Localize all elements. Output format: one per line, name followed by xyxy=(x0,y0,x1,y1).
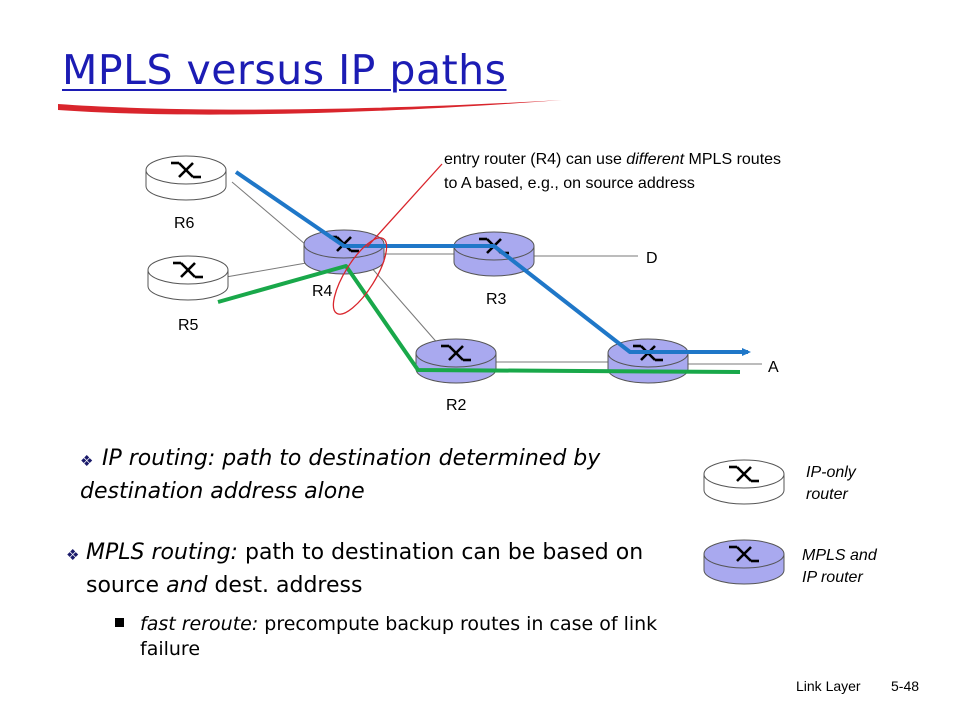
note-text-1a: entry router (R4) can use xyxy=(444,151,627,168)
router-r5 xyxy=(147,255,229,301)
bullet-ip-routing: IP routing: path to destination determin… xyxy=(80,442,660,508)
link-r4-r2 xyxy=(369,265,441,347)
callout-ellipse xyxy=(332,237,388,315)
legend-mpls-label: MPLS and IP router xyxy=(802,545,877,589)
note-text-1b: MPLS routes xyxy=(684,151,782,168)
mpls-routing-text-1: path to destination can be based on sour… xyxy=(86,540,644,598)
note-text-2: to A based, e.g., on source address xyxy=(444,175,695,192)
link-r6-r4 xyxy=(231,181,313,251)
bullet-square-icon xyxy=(115,618,124,627)
router-r4 xyxy=(303,229,385,275)
legend-ip-only-line2: router xyxy=(806,486,848,503)
label-r2: R2 xyxy=(446,397,467,414)
ip-path-green xyxy=(217,264,741,374)
router-r2 xyxy=(415,338,497,384)
footer-page-number: 5-48 xyxy=(891,678,920,694)
legend-ip-only-router xyxy=(703,459,785,505)
entry-router-note: entry router (R4) can use different MPLS… xyxy=(444,148,781,196)
ip-routing-label: IP routing: xyxy=(102,446,216,471)
label-r4: R4 xyxy=(312,283,333,300)
link-r5-r4 xyxy=(225,261,313,278)
title-underline-swoosh xyxy=(58,100,562,115)
bullet-diamond-icon: ❖ xyxy=(66,547,80,564)
bullet-mpls-routing: MPLS routing: path to destination can be… xyxy=(86,536,706,602)
label-a: A xyxy=(768,359,779,376)
legend-mpls-line2: IP router xyxy=(802,569,863,586)
note-text-different: different xyxy=(626,151,685,168)
router-r6 xyxy=(145,155,227,201)
label-r6: R6 xyxy=(174,215,195,232)
bullet-fast-reroute: fast reroute: precompute backup routes i… xyxy=(140,612,680,662)
router-r3 xyxy=(453,231,535,277)
slide-title: MPLS versus IP paths xyxy=(62,46,507,94)
label-r3: R3 xyxy=(486,291,507,308)
callout-line xyxy=(366,163,443,248)
legend-mpls-router xyxy=(703,539,785,585)
fast-reroute-text: precompute backup routes in case of link… xyxy=(140,613,658,660)
legend-mpls-line1: MPLS and xyxy=(802,547,877,564)
mpls-path-blue xyxy=(234,170,751,356)
label-r5: R5 xyxy=(178,317,199,334)
mpls-routing-text-2: dest. address xyxy=(207,573,363,598)
ip-routing-text: path to destination determined by destin… xyxy=(80,446,601,504)
legend-ip-only-label: IP-only router xyxy=(806,462,856,506)
label-d: D xyxy=(646,250,658,267)
bullet-diamond-icon: ❖ xyxy=(80,453,94,470)
mpls-routing-and: and xyxy=(166,573,208,598)
legend-ip-only-line1: IP-only xyxy=(806,464,856,481)
fast-reroute-label: fast reroute: xyxy=(140,613,259,635)
mpls-routing-label: MPLS routing: xyxy=(86,540,238,565)
footer-section: Link Layer xyxy=(796,678,861,694)
